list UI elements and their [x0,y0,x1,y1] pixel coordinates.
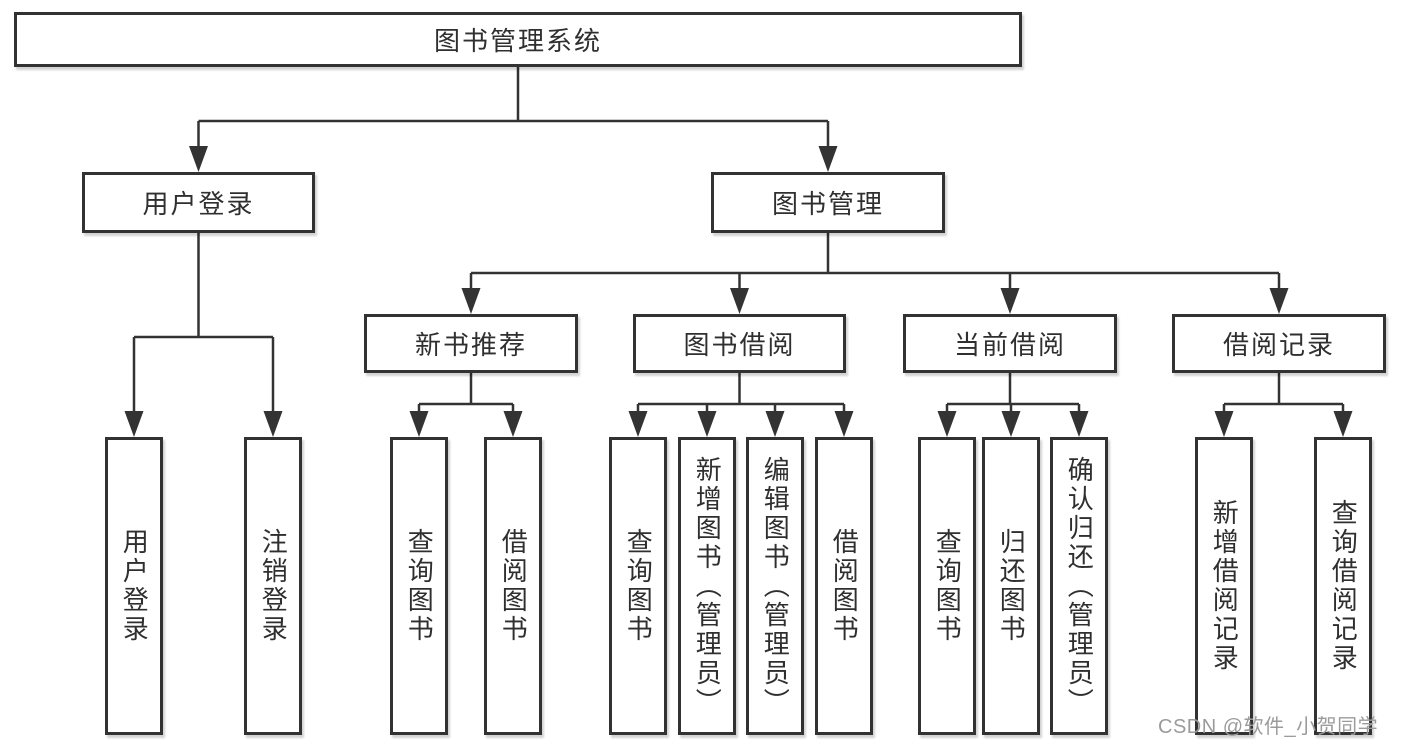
leaf-add-borrow-record: 新增借阅记录 [1195,437,1253,735]
leaf-query-borrow-record: 查询借阅记录 [1314,437,1372,735]
leaf-logout: 注销登录 [244,437,302,735]
leaf-borrow-books-2: 借阅图书 [815,437,873,735]
leaf-query-books-2: 查询图书 [609,437,667,735]
node-borrowing-records: 借阅记录 [1172,314,1386,373]
leaf-edit-book-admin: 编辑图书（管理员） [746,437,804,735]
watermark: CSDN @软件_小贺同学 [1158,716,1379,738]
node-book-management-system: 图书管理系统 [14,12,1022,67]
connector-paths [132,67,1345,414]
leaf-user-login: 用户登录 [105,437,163,735]
node-new-book-recommendation: 新书推荐 [364,314,578,373]
node-user-login: 用户登录 [82,172,315,233]
leaf-borrow-books-1: 借阅图书 [484,437,542,735]
leaf-add-book-admin: 新增图书（管理员） [678,437,736,735]
leaf-query-books-3: 查询图书 [918,437,976,735]
node-book-borrowing: 图书借阅 [633,314,846,373]
arrowheads [124,146,1353,437]
leaf-return-book: 归还图书 [982,437,1040,735]
node-current-borrowing: 当前借阅 [903,314,1117,373]
leaf-query-books-1: 查询图书 [390,437,448,735]
leaf-confirm-return-admin: 确认归还（管理员） [1050,437,1108,735]
node-book-management: 图书管理 [711,172,945,233]
